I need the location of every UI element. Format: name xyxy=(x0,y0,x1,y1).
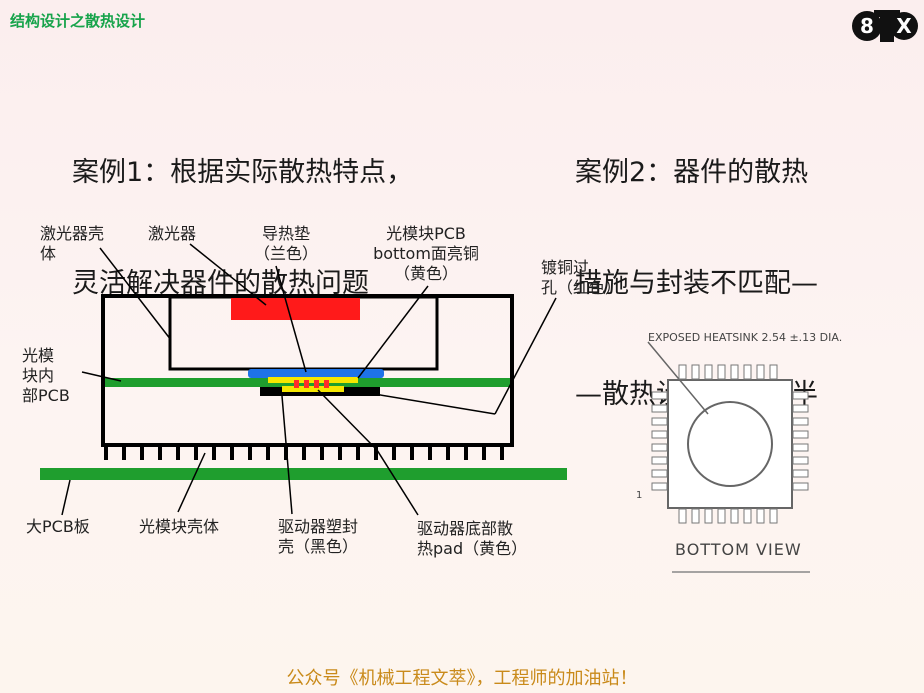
big-pcb xyxy=(40,468,567,480)
label-driver-mold-line2: 壳（黑色） xyxy=(278,537,359,556)
case2-line2: 措施与封装不匹配— xyxy=(575,268,818,299)
label-driver-mold-line1: 驱动器塑封 xyxy=(278,517,359,536)
thermal-pad xyxy=(248,369,384,378)
shell-fins xyxy=(104,445,504,460)
exposed-heatsink xyxy=(687,401,773,487)
exposed-heatsink-label: EXPOSED HEATSINK 2.54 ±.13 DIA. xyxy=(648,331,843,344)
label-big-pcb: 大PCB板 xyxy=(26,517,90,536)
copper-vias xyxy=(294,380,329,388)
label-inner-pcb-line2: 块内 xyxy=(22,366,55,385)
label-laser-shell-line2: 体 xyxy=(40,244,57,263)
label-thermal-pad-line2: （兰色） xyxy=(253,244,318,263)
label-pcb-copper-line2: bottom面亮铜 xyxy=(373,244,479,263)
bottom-view-package xyxy=(647,341,810,573)
label-driver-pad-line2: 热pad（黄色） xyxy=(417,539,528,558)
label-inner-pcb-line3: 部PCB xyxy=(22,386,70,405)
case2-line1: 案例2：器件的散热 xyxy=(575,157,809,188)
label-laser-shell: 激光器壳 体 xyxy=(40,224,104,264)
case1-line1: 案例1：根据实际散热特点， xyxy=(72,157,414,188)
label-pcb-copper-line3: （黄色） xyxy=(393,264,458,283)
driver-pad xyxy=(282,386,344,392)
label-laser: 激光器 xyxy=(148,224,197,243)
page-header-title: 结构设计之散热设计 xyxy=(10,12,146,30)
pcb-bottom-copper xyxy=(268,377,358,383)
laser xyxy=(231,298,360,320)
label-via: 镀铜过 孔（红色） xyxy=(541,258,621,298)
label-driver-pad-line1: 驱动器底部散 xyxy=(417,519,514,538)
footer-text: 公众号《机械工程文萃》，工程师的加油站！ xyxy=(286,668,638,689)
leader-lines xyxy=(61,243,557,516)
svg-text:X: X xyxy=(896,14,912,38)
label-inner-pcb: 光模 块内 部PCB xyxy=(22,346,70,406)
label-pcb-copper: 光模块PCB bottom面亮铜 （黄色） xyxy=(362,224,490,284)
case1-line2: 灵活解决器件的散热问题 xyxy=(72,268,369,299)
svg-text:8: 8 xyxy=(860,14,874,38)
case1-heading: 案例1：根据实际散热特点， 灵活解决器件的散热问题 xyxy=(72,80,413,339)
label-pcb-copper-line1: 光模块PCB xyxy=(386,224,466,243)
label-driver-pad: 驱动器底部散 热pad（黄色） xyxy=(417,519,527,559)
label-module-shell: 光模块壳体 xyxy=(139,517,220,536)
pin1-marker: 1 xyxy=(636,490,643,501)
logo: 8 X xyxy=(852,10,918,42)
label-thermal-pad-line1: 导热垫 xyxy=(261,224,310,243)
label-thermal-pad: 导热垫 （兰色） xyxy=(247,224,325,264)
bottom-view-title: BOTTOM VIEW xyxy=(675,540,802,559)
label-inner-pcb-line1: 光模 xyxy=(22,346,55,365)
label-via-line1: 镀铜过 xyxy=(541,258,590,277)
label-via-line2: 孔（红色） xyxy=(541,278,622,297)
label-laser-shell-line1: 激光器壳 xyxy=(40,224,105,243)
label-driver-mold: 驱动器塑封 壳（黑色） xyxy=(278,517,358,557)
